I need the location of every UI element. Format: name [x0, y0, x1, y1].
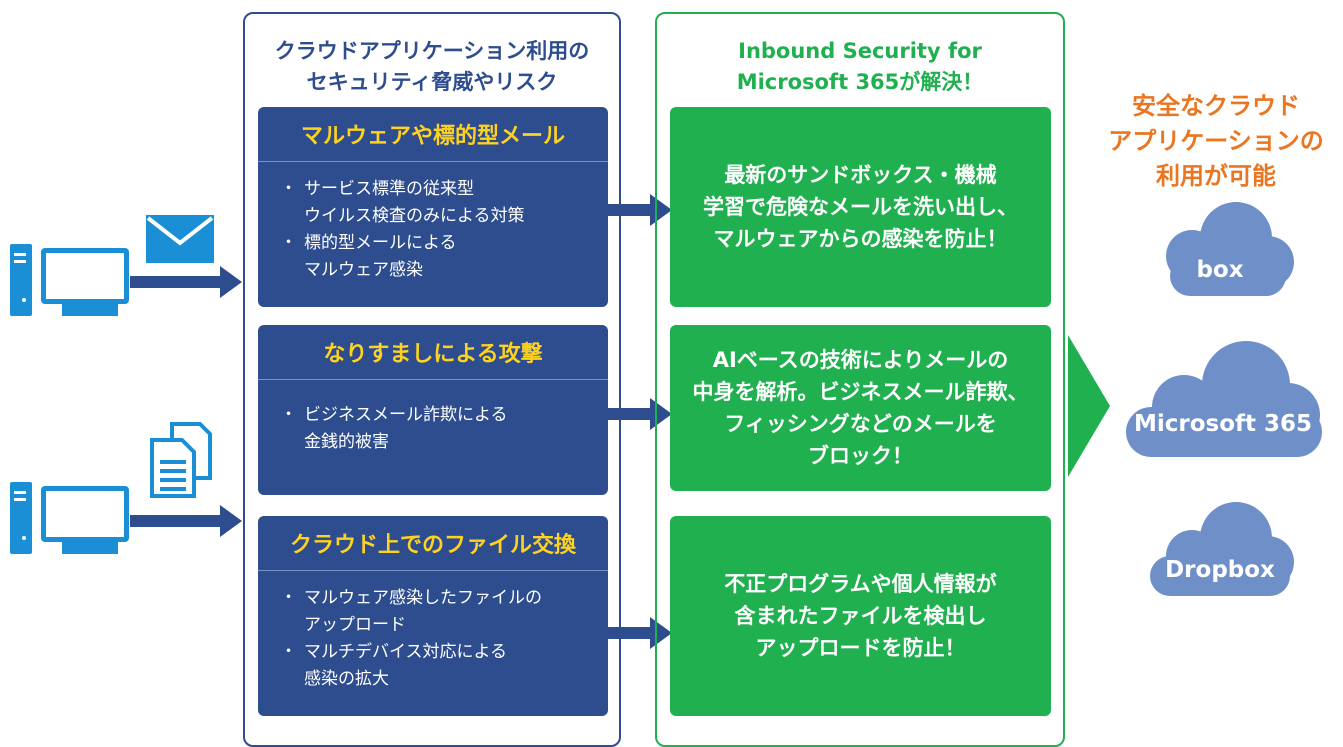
cloud-label: Dropbox: [1165, 557, 1275, 583]
computer-bottom: [10, 482, 130, 558]
threat-heading: クラウド上でのファイル交換: [258, 516, 608, 571]
result-title: 安全なクラウド アプリケーションの 利用が可能: [1108, 92, 1324, 190]
computer-icon: [10, 244, 129, 316]
arrow-device-bottom: [130, 505, 242, 537]
result-arrow: [1068, 335, 1110, 477]
cloud-dropbox: Dropbox: [1140, 500, 1300, 600]
arrow-device-top: [130, 266, 242, 298]
arrow-icon: [1068, 335, 1110, 477]
cloud-icon: [1166, 202, 1294, 296]
solution-card-sandbox: 最新のサンドボックス・機械 学習で危険なメールを洗い出し、 マルウェアからの感染…: [670, 107, 1051, 307]
documents-graphic: [150, 422, 212, 498]
threats-column: クラウドアプリケーション利用の セキュリティ脅威やリスク: [243, 12, 621, 747]
arrow-icon: [130, 266, 242, 298]
threat-card-malware: マルウェアや標的型メール サービス標準の従来型 ウイルス検査のみによる対策 標的…: [258, 107, 608, 307]
solution-text: AIベースの技術によりメールの 中身を解析。ビジネスメール詐欺、 フィッシングな…: [692, 348, 1029, 468]
envelope-graphic: [146, 215, 214, 263]
threat-card-file-exchange: クラウド上でのファイル交換 マルウェア感染したファイルの アップロード マルチデ…: [258, 516, 608, 716]
cloud-icon: [1126, 341, 1322, 457]
threat-heading: なりすましによる攻撃: [258, 325, 608, 380]
cloud-icon: [1150, 502, 1294, 596]
solution-card-file-scan: 不正プログラムや個人情報が 含まれたファイルを検出し アップロードを防止！: [670, 516, 1051, 716]
envelope-icon: [146, 215, 214, 263]
threat-item: 標的型メールによる マルウェア感染: [280, 230, 608, 284]
computer-top: [10, 244, 130, 320]
solution-text: 最新のサンドボックス・機械 学習で危険なメールを洗い出し、 マルウェアからの感染…: [703, 163, 1018, 251]
solution-card-ai: AIベースの技術によりメールの 中身を解析。ビジネスメール詐欺、 フィッシングな…: [670, 325, 1051, 491]
arrow-icon: [130, 505, 242, 537]
solution-column: Inbound Security for Microsoft 365が解決！: [655, 12, 1065, 747]
threat-card-spoofing: なりすましによる攻撃 ビジネスメール詐欺による 金銭的被害: [258, 325, 608, 495]
computer-icon: [10, 482, 129, 554]
threats-column-title: クラウドアプリケーション利用の セキュリティ脅威やリスク: [274, 39, 590, 94]
threat-item: マルチデバイス対応による 感染の拡大: [280, 639, 608, 693]
threat-item: マルウェア感染したファイルの アップロード: [280, 585, 608, 639]
solution-text: 不正プログラムや個人情報が 含まれたファイルを検出し アップロードを防止！: [724, 572, 997, 660]
cloud-box: box: [1140, 200, 1300, 300]
threat-item: ビジネスメール詐欺による 金銭的被害: [280, 402, 608, 456]
cloud-label: Microsoft 365: [1133, 411, 1313, 437]
document-icon: [150, 422, 212, 498]
threat-heading: マルウェアや標的型メール: [258, 107, 608, 162]
cloud-microsoft-365: Microsoft 365: [1118, 337, 1328, 462]
solution-column-title: Inbound Security for Microsoft 365が解決！: [736, 39, 984, 94]
threat-item: サービス標準の従来型 ウイルス検査のみによる対策: [280, 176, 608, 230]
cloud-label: box: [1196, 257, 1244, 283]
